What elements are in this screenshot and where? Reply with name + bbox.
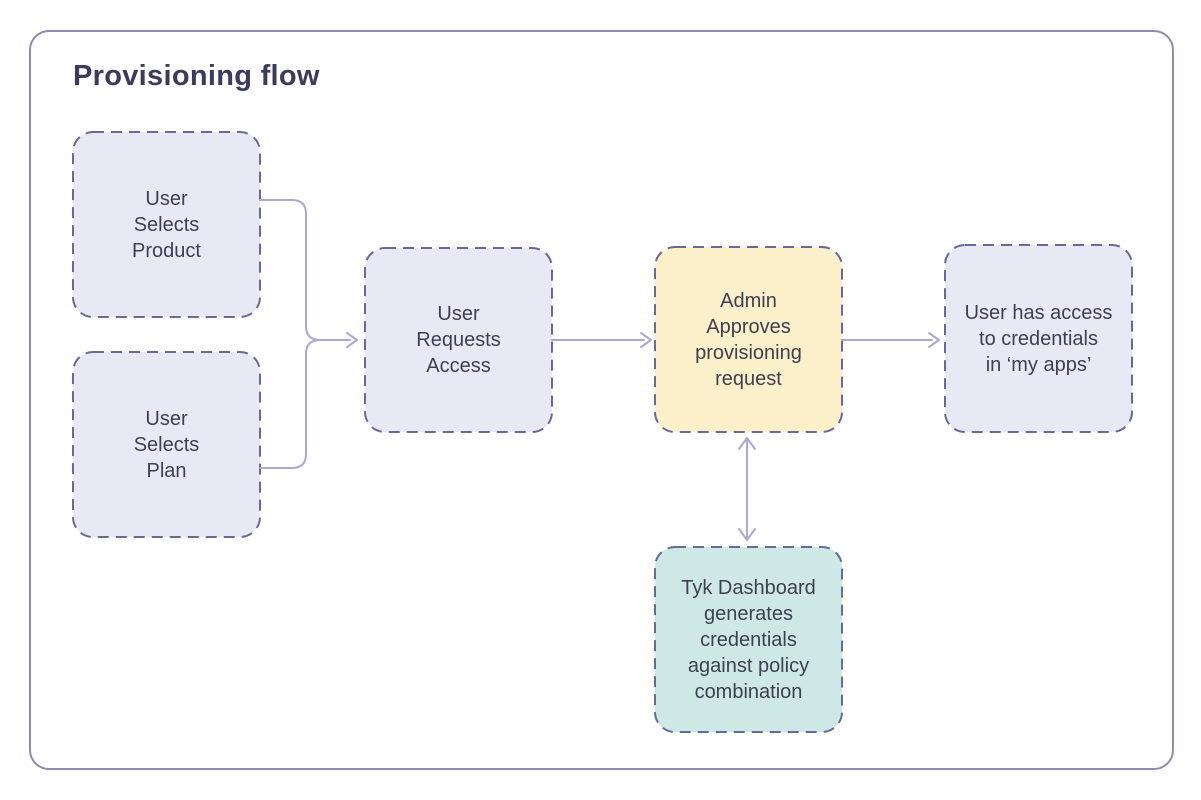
- node-user-has-access: User has access to credentials in ‘my ap…: [964, 301, 1113, 376]
- node-user-requests-access: User Requests Access: [416, 303, 501, 377]
- diagram-title: Provisioning flow: [73, 60, 320, 92]
- node-user-selects-plan: User Selects Plan: [133, 407, 200, 482]
- node-admin-approves: Admin Approves provisioning request: [695, 289, 802, 390]
- node-tyk-dashboard: Tyk Dashboard generates credentials agai…: [681, 576, 816, 703]
- diagram-frame: [29, 30, 1174, 770]
- node-user-selects-product: User Selects Product: [132, 187, 201, 262]
